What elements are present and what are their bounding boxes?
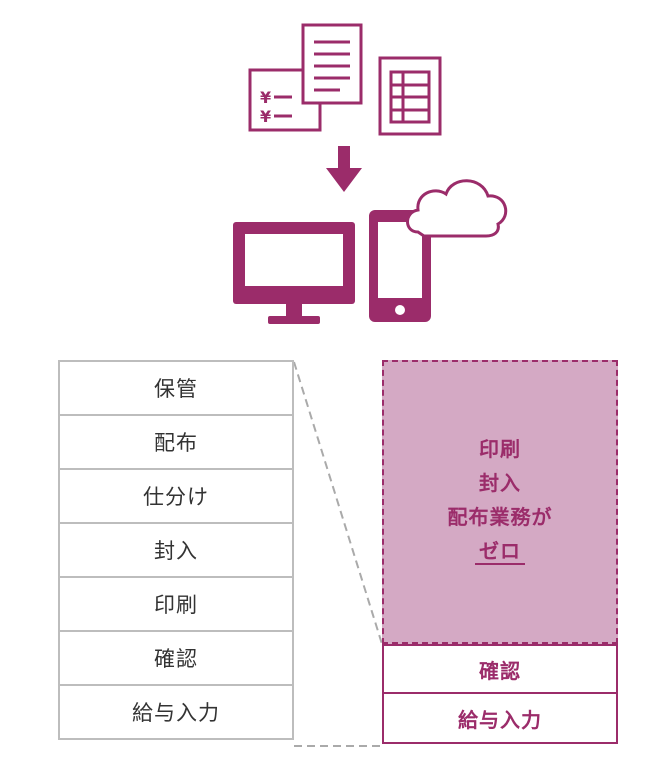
monitor-icon (233, 222, 355, 324)
eliminated-enclosing: 封入 (479, 471, 521, 495)
spreadsheet-icon (378, 56, 442, 136)
step-payroll-input: 給与入力 (58, 686, 294, 740)
eliminated-tasks-box: 印刷 封入 配布業務が ゼロ (382, 360, 618, 644)
down-arrow-icon (326, 146, 362, 192)
svg-text:¥: ¥ (260, 88, 271, 107)
step-sorting: 仕分け (58, 470, 294, 524)
document-icon (301, 23, 363, 105)
new-step-confirmation: 確認 (382, 644, 618, 694)
new-process-stack: 確認 給与入力 (382, 644, 618, 744)
current-process-stack: 保管 配布 仕分け 封入 印刷 確認 給与入力 (58, 360, 294, 740)
digitization-illustration: ¥ ¥ (233, 23, 508, 324)
new-step-payroll-input: 給与入力 (382, 694, 618, 744)
zero-label: ゼロ (475, 539, 525, 565)
zero-label-wrap: ゼロ (475, 536, 525, 570)
step-printing: 印刷 (58, 578, 294, 632)
step-distribution: 配布 (58, 416, 294, 470)
smartphone-icon (369, 210, 431, 322)
step-confirmation: 確認 (58, 632, 294, 686)
step-storage: 保管 (58, 360, 294, 416)
svg-text:¥: ¥ (260, 107, 271, 126)
eliminated-printing: 印刷 (479, 437, 521, 461)
step-enclosing: 封入 (58, 524, 294, 578)
connector-diagonal (293, 361, 383, 645)
eliminated-distribution: 配布業務が (447, 505, 553, 529)
cloud-icon (406, 179, 508, 238)
